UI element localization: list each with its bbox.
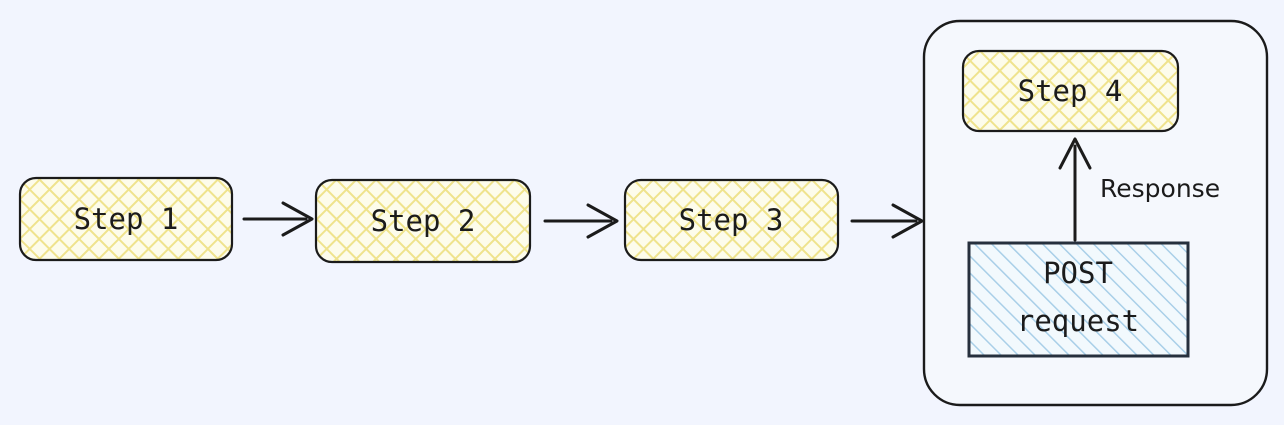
edge-step2-to-step3 bbox=[543, 203, 619, 239]
node-step-4[interactable]: Step 4 bbox=[961, 49, 1180, 133]
node-step-2-label: Step 2 bbox=[371, 204, 476, 238]
edge-post-to-step4-arrowhead bbox=[1058, 137, 1092, 170]
node-step-4-rect bbox=[961, 49, 1180, 133]
node-step-1-label: Step 1 bbox=[74, 202, 179, 236]
node-post-request-label-line-1: POST bbox=[1043, 256, 1113, 290]
node-post-request-label-line-2: request bbox=[1017, 304, 1139, 338]
node-step-1-rect bbox=[18, 176, 234, 262]
edge-step1-to-step2 bbox=[242, 201, 314, 237]
node-step-4-label: Step 4 bbox=[1018, 74, 1123, 108]
edge-step3-to-subgraph bbox=[850, 203, 924, 239]
edge-step3-to-subgraph-arrowhead bbox=[891, 203, 924, 239]
node-step-3-rect bbox=[623, 178, 840, 262]
node-post-request[interactable]: POST request bbox=[967, 241, 1190, 358]
edge-label-response: Response bbox=[1100, 174, 1220, 203]
node-step-3-label: Step 3 bbox=[679, 203, 784, 237]
node-step-1[interactable]: Step 1 bbox=[18, 176, 234, 262]
edge-post-to-step4: Response bbox=[1058, 137, 1220, 242]
node-post-request-rect bbox=[967, 241, 1190, 358]
edge-step2-to-step3-arrowhead bbox=[586, 203, 619, 239]
node-step-2-rect bbox=[314, 178, 532, 264]
node-step-3[interactable]: Step 3 bbox=[623, 178, 840, 262]
edge-step1-to-step2-arrowhead bbox=[281, 201, 314, 237]
node-step-2[interactable]: Step 2 bbox=[314, 178, 532, 264]
